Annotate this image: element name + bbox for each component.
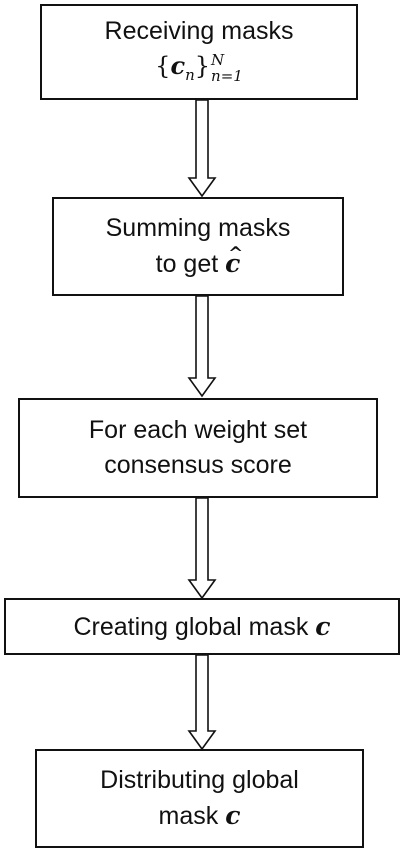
step-summing-masks-line2: to get ^c xyxy=(155,243,244,282)
step-creating-global-mask-line: Creating global mask c xyxy=(73,609,330,645)
step-creating-global-mask: Creating global mask c xyxy=(4,598,400,655)
distributed-mask-symbol: c xyxy=(225,801,241,830)
summing-to-get-text: to get xyxy=(155,250,226,278)
global-mask-symbol: c xyxy=(315,611,331,641)
c-hat-letter: c xyxy=(225,249,241,278)
step-distributing-global-mask-line1: Distributing global xyxy=(100,766,299,794)
distributing-mask-text: mask xyxy=(158,802,226,830)
hat-accent: ^ xyxy=(228,243,244,264)
flow-arrow-4 xyxy=(187,655,217,751)
creating-global-mask-text: Creating global mask xyxy=(73,612,316,641)
step-receiving-masks-label: Receiving masks xyxy=(104,17,294,46)
step-distributing-global-mask: Distributing global mask c xyxy=(35,749,364,848)
set-lower-bound: n=1 xyxy=(211,66,243,85)
set-upper-bound: N xyxy=(211,50,225,69)
mask-subscript: n xyxy=(185,65,195,84)
step-distributing-global-mask-line2: mask c xyxy=(159,798,241,834)
set-open-brace: { xyxy=(155,52,171,81)
flow-arrow-3 xyxy=(187,498,217,600)
flow-arrow-1 xyxy=(187,100,217,198)
flow-arrow-2 xyxy=(187,296,217,398)
c-hat-symbol: ^c xyxy=(225,243,243,281)
step-consensus-score-line1: For each weight set xyxy=(88,416,308,444)
step-consensus-score: For each weight set consensus score xyxy=(18,398,378,498)
step-consensus-score-line2: consensus score xyxy=(104,451,292,479)
step-summing-masks-label: Summing masks xyxy=(105,214,291,242)
mask-symbol: c xyxy=(170,51,186,81)
set-close-brace: } xyxy=(194,52,211,81)
step-summing-masks: Summing masks to get ^c xyxy=(52,197,344,296)
